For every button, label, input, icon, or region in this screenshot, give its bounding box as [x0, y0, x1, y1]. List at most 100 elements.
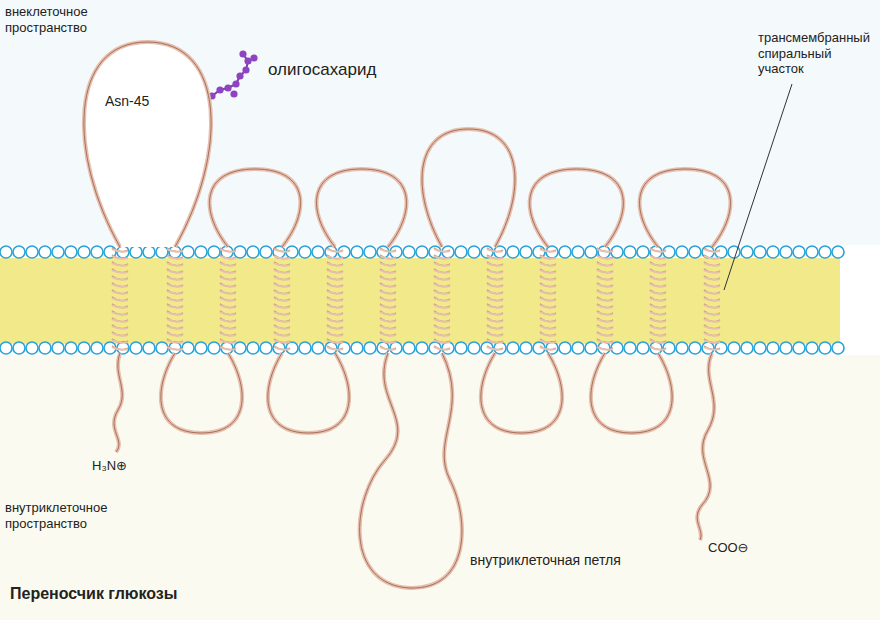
helix-turn	[704, 284, 720, 287]
helix-turn	[327, 290, 343, 294]
helix-turn	[540, 297, 556, 301]
helix-turn	[597, 256, 613, 259]
helix-turn	[650, 304, 666, 308]
helix-turn	[274, 255, 290, 259]
helix-turn	[540, 263, 556, 266]
lipid-head	[65, 342, 77, 354]
helix-turn	[597, 332, 613, 336]
intracellular-loop	[268, 353, 349, 433]
helix-turn	[274, 263, 290, 266]
helix-turn	[167, 340, 183, 343]
sugar-residue	[236, 72, 243, 79]
helix-turn	[597, 312, 613, 315]
helix-turn	[167, 255, 183, 259]
lipid-head	[13, 342, 25, 354]
helix-turn	[704, 333, 720, 336]
helix-turn	[112, 319, 128, 322]
leader-line	[724, 84, 792, 290]
lipid-head	[208, 246, 220, 258]
helix-turn	[380, 298, 396, 301]
helix-turn	[540, 248, 556, 252]
helix-turn	[380, 312, 396, 315]
lipid-head	[793, 246, 805, 258]
helix-turn	[650, 346, 666, 350]
helix-turn	[274, 284, 290, 287]
helix-turn	[112, 283, 128, 287]
helix-turn	[220, 305, 236, 308]
lipid-head	[793, 342, 805, 354]
helix-turn	[112, 291, 128, 294]
helix-turn	[380, 255, 396, 259]
lipid-head	[572, 246, 584, 258]
lipid-head	[676, 342, 688, 354]
helix-turn	[487, 255, 503, 259]
intracellular-loop	[591, 353, 672, 433]
lipid-head	[806, 342, 818, 354]
lipid-head	[260, 246, 272, 258]
lipid-head	[832, 342, 844, 354]
helix-turn	[220, 290, 236, 294]
lipid-head	[546, 342, 558, 354]
extracellular-loop	[317, 169, 407, 247]
helix-turn	[597, 269, 613, 273]
helix-turn	[274, 339, 290, 343]
helix-turn	[487, 291, 503, 294]
helix-turn	[167, 248, 183, 252]
helix-turn	[327, 248, 343, 252]
helix-turn	[380, 291, 396, 294]
helix-turn	[540, 319, 556, 322]
helix-turn	[274, 333, 290, 336]
lipid-head	[572, 342, 584, 354]
helix-turn	[487, 319, 503, 322]
helix-turn	[540, 249, 556, 252]
helix-turn	[380, 297, 396, 301]
helix-turn	[327, 291, 343, 294]
helix-turn	[327, 305, 343, 308]
helix-turn	[704, 326, 720, 329]
loop-ribbon	[84, 42, 211, 247]
helix-turn	[274, 269, 290, 273]
helix-turn	[540, 270, 556, 273]
helix-turn	[380, 326, 396, 329]
helix-turn	[704, 277, 720, 280]
region-label: внутриклеточное пространство	[5, 500, 125, 531]
helix-turn	[540, 256, 556, 259]
lipid-head	[156, 246, 168, 258]
helix-turn	[704, 290, 720, 294]
lipid-head	[767, 342, 779, 354]
helix-turn	[274, 346, 290, 350]
lipid-head	[533, 246, 545, 258]
part-label: олигосахарид	[268, 60, 376, 80]
helix-turn	[650, 347, 666, 350]
lipid-head	[195, 246, 207, 258]
helix-turn	[540, 255, 556, 259]
protein-loops	[114, 129, 730, 588]
helix-turn	[327, 256, 343, 259]
lipid-head	[351, 246, 363, 258]
helix-turn	[112, 263, 128, 266]
helix-turn	[434, 311, 450, 315]
helix-turn	[112, 249, 128, 252]
lipid-head	[819, 342, 831, 354]
helix-turn	[380, 304, 396, 308]
extracellular-loop	[422, 129, 515, 247]
helix-turn	[487, 284, 503, 287]
extracellular-loop	[640, 169, 731, 247]
helix-turn	[274, 298, 290, 301]
helix-turn	[220, 297, 236, 301]
helix-turn	[540, 276, 556, 280]
helix-turn	[540, 333, 556, 336]
helix-turn	[327, 312, 343, 315]
helix-turn	[274, 312, 290, 315]
helix-turn	[704, 305, 720, 308]
intracellular-loop	[360, 353, 462, 588]
helix-turn	[540, 346, 556, 350]
helix-turn	[487, 318, 503, 322]
helix-turn	[597, 305, 613, 308]
helix-turn	[167, 270, 183, 273]
helix-turn	[650, 332, 666, 336]
helix-turn	[274, 262, 290, 266]
helix-turn	[220, 326, 236, 329]
figure-caption: Переносчик глюкозы	[10, 584, 177, 603]
lipid-head	[676, 246, 688, 258]
